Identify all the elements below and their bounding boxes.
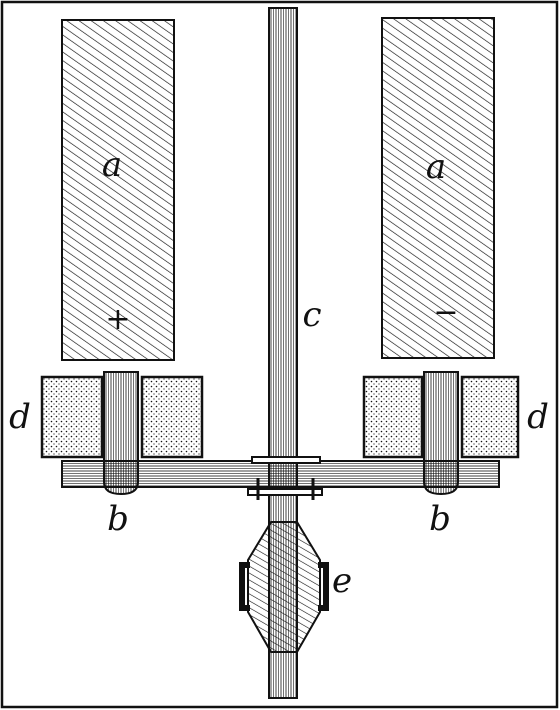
label-plate-right: a (426, 147, 446, 187)
plate-left (61, 19, 175, 361)
label-sign-positive: + (105, 302, 130, 337)
central-rod (268, 7, 298, 699)
joint-collar-top (251, 456, 321, 464)
plate-right (381, 17, 495, 359)
clamp-bracket-right (318, 562, 329, 611)
label-clamp: e (332, 561, 352, 601)
contact-stem-left (103, 371, 139, 496)
label-plate-left: a (102, 145, 122, 185)
label-sign-negative: − (433, 295, 458, 330)
label-block-left: d (9, 397, 31, 437)
label-contact-left: b (107, 499, 129, 539)
block-right-outer (460, 375, 520, 459)
label-contact-right: b (429, 499, 451, 539)
block-left-inner (140, 375, 204, 459)
label-rod: c (302, 295, 321, 335)
label-block-right: d (527, 397, 549, 437)
joint-collar-bottom (247, 488, 323, 496)
contact-stem-right (423, 371, 459, 496)
block-left-outer (40, 375, 104, 459)
clamp-bracket-left (239, 562, 250, 611)
block-right-inner (362, 375, 424, 459)
